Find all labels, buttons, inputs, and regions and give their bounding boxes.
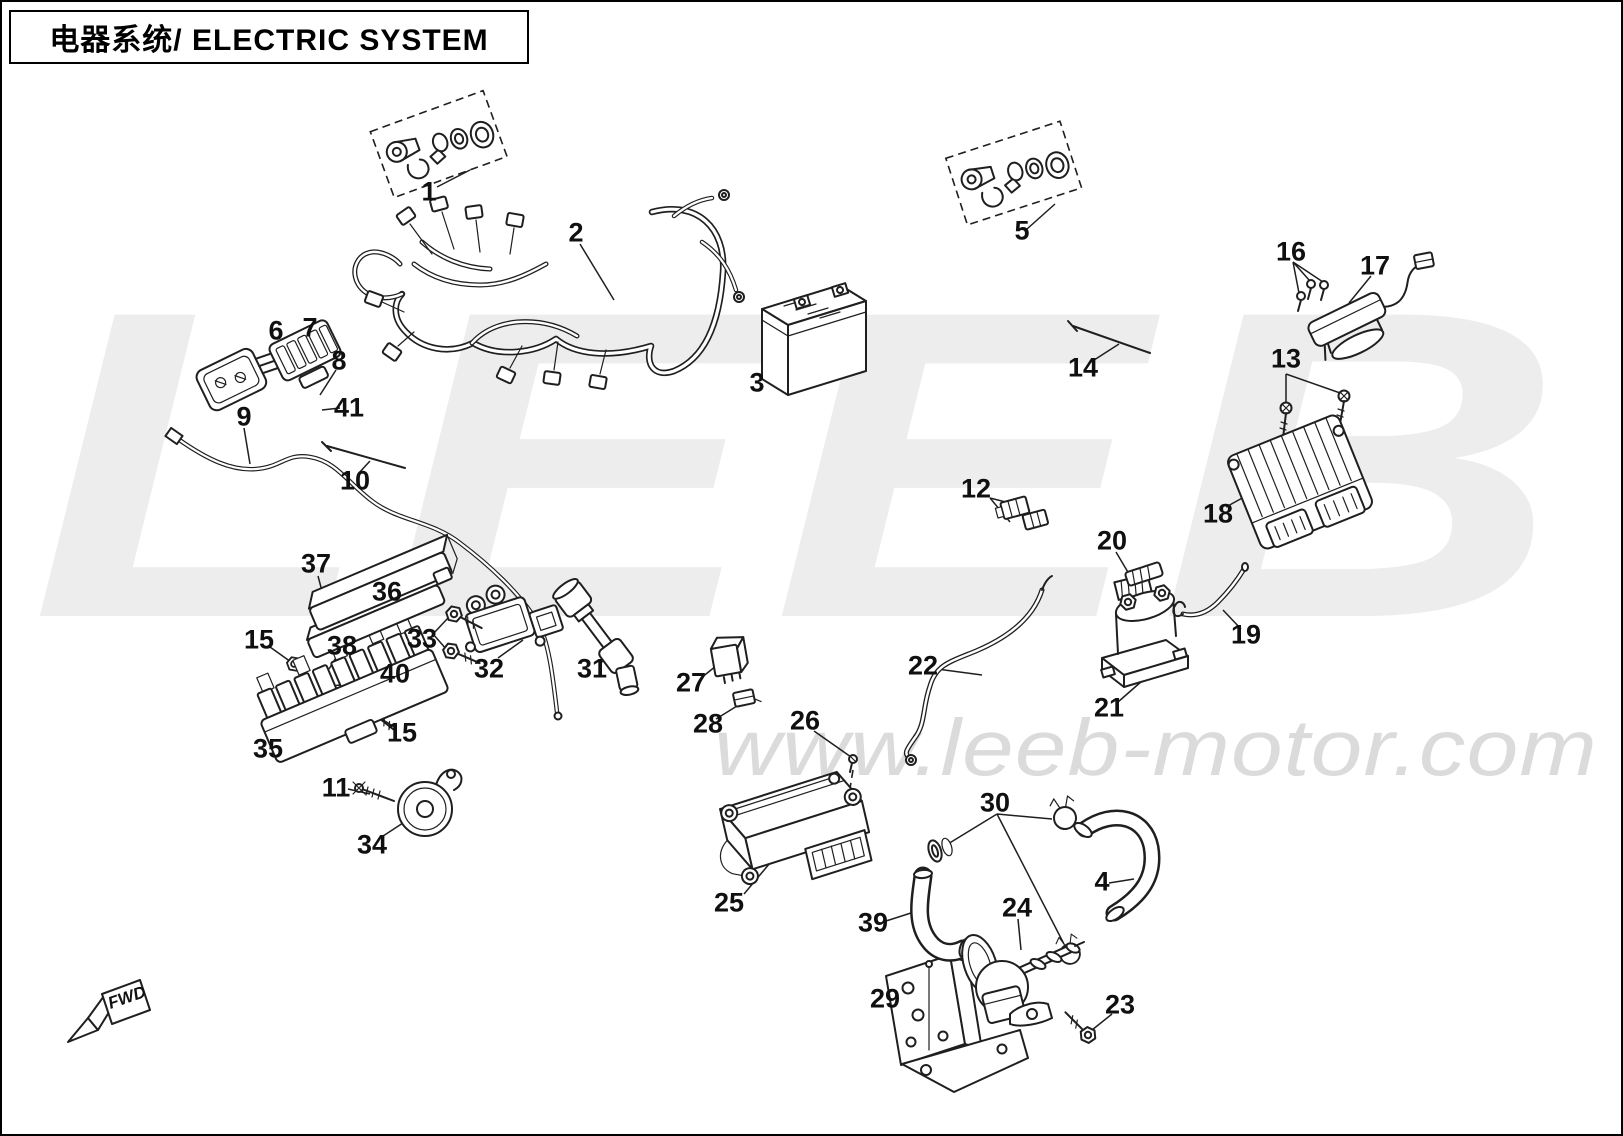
part-screw-11 [352, 781, 395, 802]
part-bracket-29 [885, 954, 1029, 1093]
part-bolts-33 [441, 604, 483, 665]
part-sensor-17 [1307, 251, 1435, 361]
part-relay-27 [709, 636, 749, 685]
part-screws-16 [1296, 279, 1329, 312]
part-fuse-box-35 [256, 613, 449, 763]
part-connectors-12 [994, 495, 1049, 531]
part-ignition-coil-32 [464, 584, 564, 653]
part-ignition-switch-kit-5 [944, 120, 1083, 226]
part-clamps-30 [927, 793, 1084, 968]
part-fuse-box-cover-36-37 [305, 533, 458, 659]
part-rod-14 [1067, 320, 1151, 354]
url-watermark: www.leeb-motor.com [714, 703, 1598, 792]
diagram-title: 电器系统/ ELECTRIC SYSTEM [9, 10, 529, 64]
part-starter-relay-21 [1100, 561, 1189, 688]
part-horn-34 [397, 768, 463, 837]
part-hose-4 [1073, 809, 1161, 923]
part-elbow-hose-39 [910, 866, 973, 962]
part-wiring-harness-2 [352, 189, 745, 390]
part-voltage-regulator-18 [1227, 414, 1373, 550]
part-spark-plug-cap-31 [552, 578, 640, 696]
part-screw-26 [848, 754, 858, 773]
fwd-direction-marker [67, 979, 151, 1043]
part-rod-10 [321, 441, 406, 469]
part-bolt-23 [1064, 1011, 1100, 1046]
part-ignition-switch-kit-1 [369, 89, 509, 199]
part-connector-28 [732, 688, 762, 708]
part-ecu-25 [719, 770, 873, 886]
part-bracket-wire-19 [1172, 562, 1249, 618]
part-cable-22 [903, 575, 1053, 766]
part-combination-switch-6-7-8-41 [195, 319, 342, 412]
part-pump-valve-24 [961, 934, 1085, 1027]
part-battery-3 [761, 282, 867, 396]
part-screws-13 [1279, 389, 1351, 439]
